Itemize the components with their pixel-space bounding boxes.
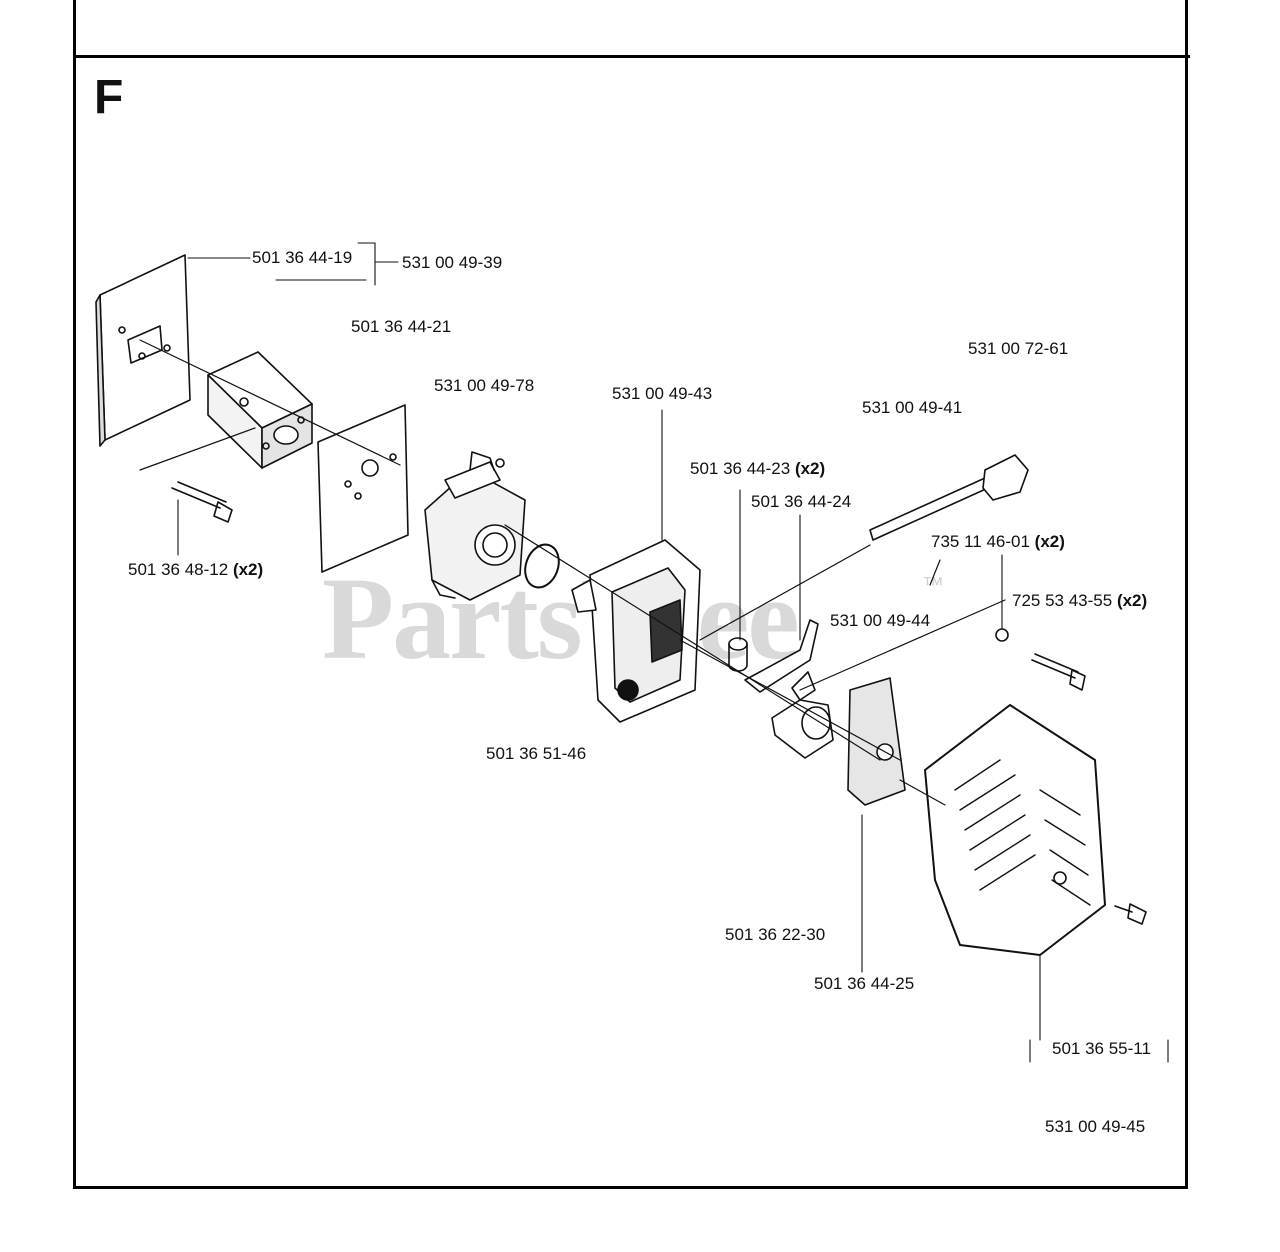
washer: [995, 628, 1009, 642]
part-label-501-36-44-23[interactable]: 501 36 44-23 (x2): [690, 459, 826, 478]
part-label-501-36-44-19[interactable]: 501 36 44-19: [252, 248, 353, 267]
part-label-725-53-43-55[interactable]: 725 53 43-55 (x2): [1012, 591, 1148, 610]
part-label-501-36-48-12[interactable]: 501 36 48-12 (x2): [128, 560, 264, 579]
o-ring: [524, 543, 560, 589]
choke-lever: [744, 619, 819, 693]
header-divider: [73, 55, 1190, 58]
carb-gasket: [317, 404, 409, 573]
intake-adapter: [207, 351, 313, 469]
fuel-line: [869, 454, 1029, 541]
carburetor: [424, 451, 526, 601]
part-label-531-00-72-61[interactable]: 531 00 72-61: [968, 339, 1069, 358]
choke-plate: [771, 699, 834, 759]
screw-right-long: [1031, 653, 1086, 691]
part-label-501-36-51-46[interactable]: 501 36 51-46: [486, 744, 587, 763]
choke-clip: [791, 671, 816, 701]
part-label-531-00-49-78[interactable]: 531 00 49-78: [434, 376, 535, 395]
part-label-531-00-49-45[interactable]: 531 00 49-45: [1045, 1117, 1146, 1136]
diagram-frame: [73, 0, 1188, 1189]
part-label-501-36-44-25[interactable]: 501 36 44-25: [814, 974, 915, 993]
section-letter: F: [94, 71, 124, 124]
air-filter-cover: [924, 704, 1106, 956]
part-label-501-36-22-30[interactable]: 501 36 22-30: [725, 925, 826, 944]
heat-shield-plate: [95, 254, 191, 447]
screw-cover: [1114, 903, 1147, 925]
part-label-531-00-49-41[interactable]: 531 00 49-41: [862, 398, 963, 417]
part-label-501-36-44-24[interactable]: 501 36 44-24: [751, 492, 852, 511]
air-filter-base: [571, 539, 701, 723]
screw-left: [171, 481, 233, 523]
filter-element: [847, 677, 906, 806]
part-label-531-00-49-39[interactable]: 531 00 49-39: [402, 253, 503, 272]
part-label-531-00-49-44[interactable]: 531 00 49-44: [830, 611, 931, 630]
part-label-531-00-49-43[interactable]: 531 00 49-43: [612, 384, 713, 403]
watermark-tm: ™: [922, 572, 944, 597]
part-label-501-36-55-11[interactable]: 501 36 55-11: [1052, 1039, 1151, 1058]
part-label-735-11-46-01[interactable]: 735 11 46-01 (x2): [931, 532, 1065, 551]
watermark-text: PartsTree: [322, 553, 800, 684]
spacer: [728, 637, 748, 672]
part-label-501-36-44-21[interactable]: 501 36 44-21: [351, 317, 452, 336]
